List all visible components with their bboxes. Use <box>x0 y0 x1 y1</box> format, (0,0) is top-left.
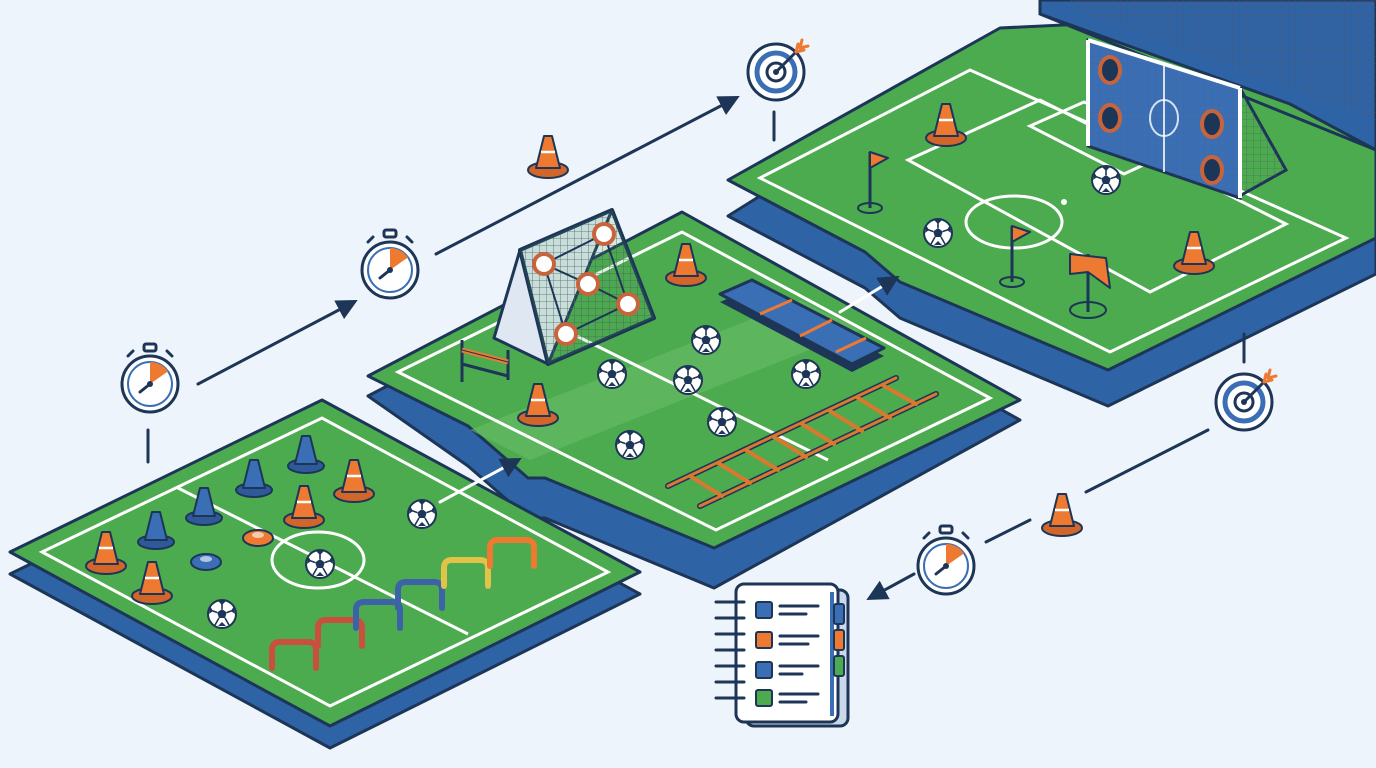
soccer-ball-icon <box>305 549 335 579</box>
target-icon <box>748 40 808 100</box>
cone-icon <box>526 134 570 180</box>
soccer-ball-icon <box>407 499 437 529</box>
timeline-arrow-3 <box>1084 428 1210 494</box>
goal-with-target-holes <box>1086 37 1289 201</box>
timeline-arrow-1 <box>196 300 358 386</box>
fence <box>1038 0 1376 152</box>
timeline-arrow-4 <box>984 518 1032 544</box>
cone-icon <box>1040 492 1084 538</box>
corner-flag <box>1069 253 1111 319</box>
flat-disc-cone <box>190 553 222 571</box>
technical-field <box>366 208 1022 590</box>
soccer-ball-icon <box>923 218 953 248</box>
warm-up-field <box>8 398 642 750</box>
stopwatch-icon <box>360 228 420 300</box>
flat-disc-cone <box>242 529 274 547</box>
arrow-warmup-to-technical <box>438 458 522 504</box>
soccer-ball-icon <box>597 359 627 389</box>
speed-ladder <box>665 375 939 509</box>
timeline-arrow-2 <box>434 96 740 256</box>
field-lines <box>756 68 1350 354</box>
flow-arrows <box>146 96 1246 601</box>
soccer-ball-icon <box>207 599 237 629</box>
soccer-ball-icon <box>791 359 821 389</box>
soccer-ball-icon <box>691 325 721 355</box>
soccer-ball-icon <box>615 430 645 460</box>
finishing-field <box>726 0 1376 408</box>
arrow-technical-to-finishing <box>838 275 900 314</box>
soccer-ball-icon <box>1091 165 1121 195</box>
rebound-net-with-targets <box>492 208 656 366</box>
blue-mat <box>718 278 886 372</box>
checklist-notebook-icon <box>714 582 850 728</box>
mini-hurdle <box>460 340 510 382</box>
soccer-ball-icon <box>673 365 703 395</box>
timeline-arrow-5 <box>866 572 916 601</box>
stopwatch-icon <box>120 342 180 414</box>
soccer-ball-icon <box>707 407 737 437</box>
stopwatch-icon <box>916 524 976 596</box>
target-icon <box>1216 370 1276 430</box>
